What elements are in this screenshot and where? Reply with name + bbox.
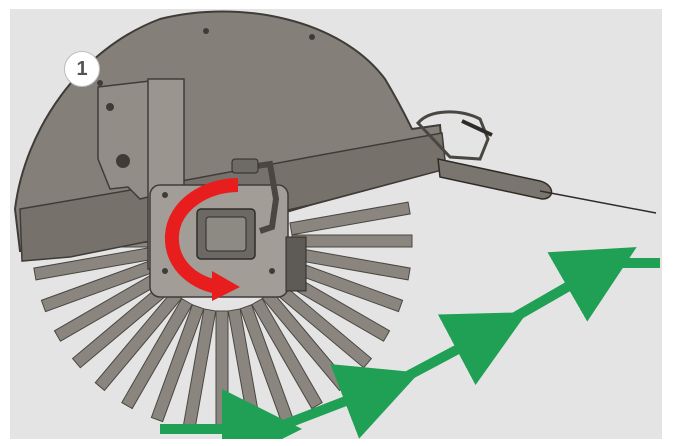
bolt-hole	[162, 268, 168, 274]
path-arrow-icon	[505, 247, 637, 326]
bolt-hole	[116, 154, 130, 168]
depth-rod	[539, 190, 657, 214]
path-arrow-group	[160, 247, 660, 439]
hose-fitting	[231, 158, 259, 174]
bolt-hole	[106, 103, 114, 111]
bolt-hole	[269, 268, 275, 274]
skid-shoe	[437, 158, 553, 200]
bolt-hole	[309, 34, 315, 40]
cutter-segment	[251, 297, 323, 410]
side-block	[285, 236, 307, 292]
cutter-segment	[150, 304, 205, 423]
motor-face	[205, 216, 247, 252]
path-arrow-icon	[395, 312, 528, 386]
cutter-segment	[291, 234, 413, 248]
path-arrow-icon	[284, 364, 420, 439]
arm-clamp	[461, 119, 493, 137]
step-number-badge: 1	[64, 51, 100, 87]
cutter-segment	[121, 297, 193, 410]
bolt-hole	[203, 28, 209, 34]
cutter-segment	[215, 310, 229, 432]
cutter-segment	[289, 201, 411, 236]
bolt-hole	[162, 192, 168, 198]
arm-linkage	[415, 110, 490, 161]
hydraulic-hose	[235, 160, 280, 234]
rotation-arrow-icon	[164, 178, 240, 301]
bolt-hole	[97, 80, 103, 86]
illustration-panel: 1	[10, 9, 662, 439]
rock-wheel-diagram	[13, 10, 660, 439]
